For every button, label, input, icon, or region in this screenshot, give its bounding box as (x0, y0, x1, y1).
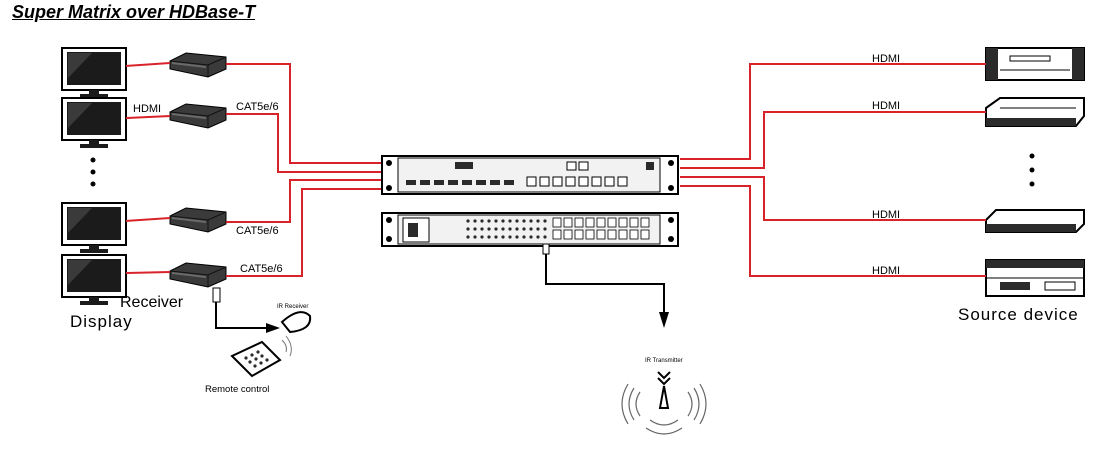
source-ellipsis-dots (1029, 153, 1035, 187)
ir-transmitter-cable (542, 243, 669, 328)
hdmi-label-right-1: HDMI (872, 53, 900, 65)
ir-receiver-label: IR Receiver (277, 304, 308, 310)
hdmi-cables-left (125, 62, 171, 274)
receiver-label: Receiver (120, 294, 184, 311)
cat-cables-left (226, 63, 392, 277)
hdmi-label-right-4: HDMI (872, 265, 900, 277)
matrix-front-panel (381, 212, 679, 247)
receiver-1 (169, 52, 227, 78)
hdmi-label-right-3: HDMI (872, 209, 900, 221)
cat-label-3: CAT5e/6 (240, 263, 283, 275)
display-monitor-1 (61, 47, 127, 99)
receiver-3 (169, 207, 227, 233)
remote-control-label: Remote control (205, 384, 269, 395)
ir-transmitter-label: IR Transmitter (645, 358, 683, 364)
hdmi-label-left: HDMI (133, 103, 161, 115)
display-monitor-2 (61, 97, 127, 149)
hdmi-label-right-2: HDMI (872, 100, 900, 112)
display-monitor-4 (61, 254, 127, 306)
receiver-4 (169, 262, 227, 288)
source-device-1 (985, 47, 1085, 81)
source-device-3 (985, 209, 1085, 233)
display-monitor-3 (61, 202, 127, 254)
source-device-2 (985, 97, 1085, 127)
display-ellipsis-dots (90, 157, 96, 187)
cat-label-1: CAT5e/6 (236, 101, 279, 113)
ir-receiver (212, 287, 312, 334)
hdbaset-matrix-switcher (381, 155, 679, 195)
display-label: Display (70, 312, 133, 331)
ir-transmitter (621, 371, 707, 435)
receiver-2 (169, 103, 227, 129)
source-device-label: Source device (958, 305, 1079, 324)
hdmi-cables-right (680, 63, 986, 277)
remote-control (230, 335, 292, 378)
source-device-4 (985, 259, 1085, 297)
cat-label-2: CAT5e/6 (236, 225, 279, 237)
diagram-title: Super Matrix over HDBase-T (12, 2, 256, 22)
